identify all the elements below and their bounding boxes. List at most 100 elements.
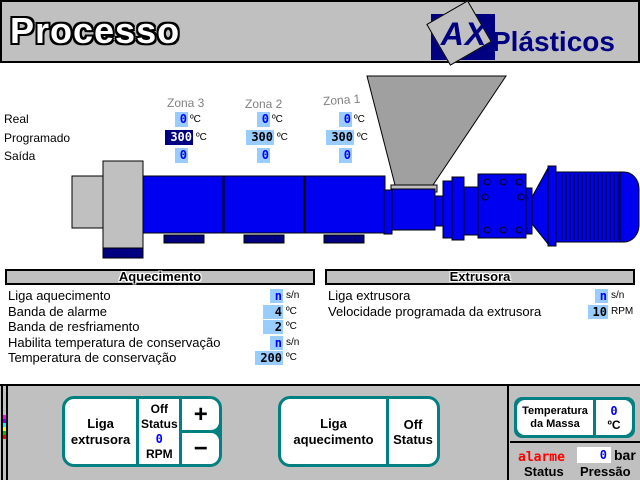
row-label: Banda de alarme (8, 303, 108, 319)
row-unit: s/n (611, 290, 625, 301)
button-label-line1: Liga (87, 415, 114, 431)
right-section-divider (507, 386, 509, 480)
temperatura-conservacao-field[interactable]: 200 (255, 351, 283, 365)
left-edge-line2 (6, 386, 8, 480)
motor (555, 171, 640, 243)
extruder-rpm-value: 0 (155, 431, 163, 446)
pressure-unit: bar (614, 447, 636, 463)
saida-row-label: Saída (4, 149, 36, 163)
panel-row: Liga aquecimento n s/n (5, 288, 315, 304)
die-head (71, 160, 144, 259)
row-unit: s/n (286, 336, 300, 348)
habilita-conservacao-field[interactable]: n (270, 335, 283, 350)
rpm-increase-button[interactable]: + (182, 399, 219, 430)
zone2-saida-value: 0 (257, 148, 270, 163)
row-label: Liga extrusora (328, 288, 411, 303)
velocidade-extrusora-field[interactable]: 10 (588, 304, 608, 319)
heating-status-display: Off Status (389, 399, 437, 464)
row-unit: RPM (611, 305, 634, 317)
minus-icon: − (193, 434, 208, 462)
title-bar: Processo AX Plásticos (0, 0, 640, 66)
barrel (142, 175, 386, 234)
panel-row: Banda de alarme 4 ºC (5, 304, 315, 320)
row-label: Velocidade programada da extrusora (328, 303, 542, 319)
button-label-line1: Liga (320, 415, 347, 431)
row-unit: s/n (286, 290, 300, 301)
extrusora-panel: Liga extrusora n s/n Velocidade programa… (325, 288, 635, 319)
real-row-label: Real (4, 112, 29, 126)
zone1-saida-value: 0 (339, 148, 352, 163)
zone3-saida-value: 0 (175, 148, 188, 163)
zone3-programado-unit: ºC (196, 132, 207, 143)
zone2-label: Zona 2 (245, 97, 283, 111)
zone1-programado-field[interactable]: 300 (326, 130, 354, 145)
mass-temp-value: 0 (610, 403, 618, 418)
bottom-control-bar: Liga extrusora Off Status 0 RPM + − Li (0, 386, 640, 480)
mass-temp-line1: Temperatura (522, 404, 588, 417)
plus-icon: + (193, 400, 208, 428)
row-unit: ºC (286, 305, 297, 317)
extrusora-panel-header: Extrusora (325, 269, 635, 285)
extruder-rpm-unit: RPM (145, 446, 173, 461)
liga-extrusora-field[interactable]: n (595, 289, 608, 303)
extruder-status-display: Off Status 0 RPM (139, 399, 180, 464)
mass-temperature-value-box: 0 ºC (596, 400, 632, 435)
zone2-programado-field[interactable]: 300 (246, 130, 274, 145)
aquecimento-panel: Liga aquecimento n s/n Banda de alarme 4… (5, 288, 315, 366)
button-label-line2: extrusora (70, 431, 131, 447)
panel-row: Habilita temperatura de conservação n s/… (5, 335, 315, 351)
mass-temp-unit: ºC (607, 417, 621, 432)
liga-extrusora-button[interactable]: Liga extrusora (65, 399, 137, 464)
page-title: Processo (10, 10, 181, 51)
heater-bands (163, 234, 365, 244)
edge-artifact (3, 415, 6, 419)
row-label: Liga aquecimento (8, 288, 111, 303)
row-unit: ºC (286, 352, 297, 363)
row-label: Temperatura de conservação (8, 350, 177, 365)
panel-row: Velocidade programada da extrusora 10 RP… (325, 304, 635, 320)
rpm-decrease-button[interactable]: − (182, 433, 219, 464)
banda-alarme-field[interactable]: 4 (263, 304, 283, 319)
mass-temperature-label-box: Temperatura da Massa (517, 400, 593, 435)
panel-row: Temperatura de conservação 200 ºC (5, 350, 315, 366)
feed-section (383, 176, 479, 241)
banda-resfriamento-field[interactable]: 2 (263, 320, 283, 334)
panel-row: Banda de resfriamento 2 ºC (5, 319, 315, 335)
logo-ax-text: AX (440, 16, 488, 52)
zone2-real-unit: ºC (272, 114, 283, 125)
pressure-divider-line (510, 441, 640, 443)
gearbox (477, 165, 557, 247)
bottom-separator (0, 384, 640, 386)
pressure-label: Pressão (580, 464, 631, 479)
zone3-programado-field[interactable]: 300 (165, 130, 193, 145)
edge-artifact (3, 419, 6, 423)
pressure-status-label: Status (524, 464, 564, 479)
mass-temperature-group: Temperatura da Massa 0 ºC (514, 397, 635, 438)
liga-aquecimento-field[interactable]: n (270, 289, 283, 303)
edge-artifact (3, 423, 6, 427)
row-label: Habilita temperatura de conservação (8, 334, 221, 350)
panel-row: Liga extrusora n s/n (325, 288, 635, 304)
alarm-text: alarme (518, 450, 565, 465)
mass-temp-line2: da Massa (530, 417, 580, 430)
zone3-real-value: 0 (175, 112, 188, 127)
zone2-real-value: 0 (257, 112, 270, 127)
programado-row-label: Programado (4, 131, 71, 145)
company-name: Plásticos (492, 26, 615, 57)
zone3-real-unit: ºC (190, 114, 201, 125)
extruder-machine-graphic (71, 75, 640, 259)
zone1-real-value: 0 (339, 112, 352, 127)
pressure-value-field: 0 (577, 447, 611, 463)
edge-artifact (3, 435, 6, 439)
button-label-line2: aquecimento (293, 431, 374, 447)
heating-control-group: Liga aquecimento Off Status (278, 396, 440, 467)
liga-aquecimento-button[interactable]: Liga aquecimento (281, 399, 386, 464)
zone3-label: Zona 3 (167, 96, 205, 110)
edge-artifact (3, 431, 6, 435)
aquecimento-panel-header: Aquecimento (5, 269, 315, 285)
extruder-control-group: Liga extrusora Off Status 0 RPM + − (62, 396, 222, 467)
heating-state-text: Off (403, 416, 423, 432)
left-edge-line (1, 386, 3, 480)
heating-status-label: Status (393, 431, 433, 447)
